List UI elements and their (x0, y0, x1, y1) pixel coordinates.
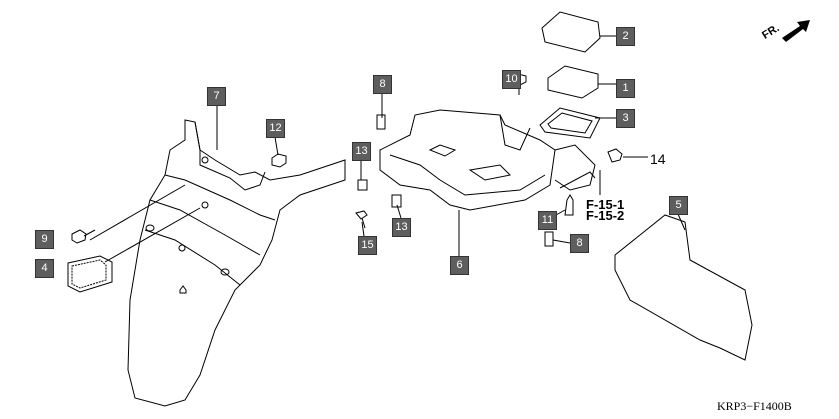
callout-5: 5 (669, 196, 688, 215)
clip-8-bottom-drawing (544, 231, 554, 247)
clip-13-left-drawing (357, 179, 368, 191)
diagram-code: KRP3−F1400B (717, 399, 792, 413)
bolt-14-drawing (607, 148, 623, 163)
clip-13-right-drawing (391, 194, 402, 208)
reference-f-15-2[interactable]: F-15-2 (586, 208, 625, 223)
callout-10: 10 (502, 70, 521, 89)
screw-11-drawing (564, 194, 574, 216)
callout-3: 3 (616, 109, 635, 128)
front-direction-marker: FR. (760, 14, 820, 44)
rear-fender-drawing (127, 119, 346, 407)
callout-2: 2 (616, 27, 635, 46)
callout-13-right: 13 (392, 218, 411, 237)
callout-7: 7 (207, 87, 226, 106)
cover-drawing (541, 11, 601, 53)
callout-1: 1 (616, 79, 635, 98)
callout-4: 4 (35, 259, 54, 278)
callout-6: 6 (450, 256, 469, 275)
bracket-plate-drawing (614, 214, 753, 361)
callout-11: 11 (538, 211, 557, 230)
callout-15: 15 (358, 236, 377, 255)
reflector-drawing (67, 255, 113, 293)
callout-13-left: 13 (352, 142, 371, 161)
callout-8-bottom: 8 (570, 234, 589, 253)
clip-8-top-drawing (376, 114, 386, 130)
gasket-drawing (539, 107, 601, 139)
callout-9: 9 (35, 230, 54, 249)
pad-drawing (547, 65, 599, 99)
screw-15-drawing (355, 210, 368, 229)
arrow-up-right-icon (782, 20, 810, 42)
callout-12: 12 (266, 119, 285, 138)
callout-8-top: 8 (373, 75, 392, 94)
callout-14: 14 (650, 151, 666, 167)
leader-lines (89, 35, 686, 263)
nut-drawing (271, 153, 287, 168)
bolt-9-drawing (71, 229, 96, 244)
reference-f-15-1[interactable]: F-15-1 (586, 197, 625, 212)
battery-tray-drawing (379, 109, 596, 211)
